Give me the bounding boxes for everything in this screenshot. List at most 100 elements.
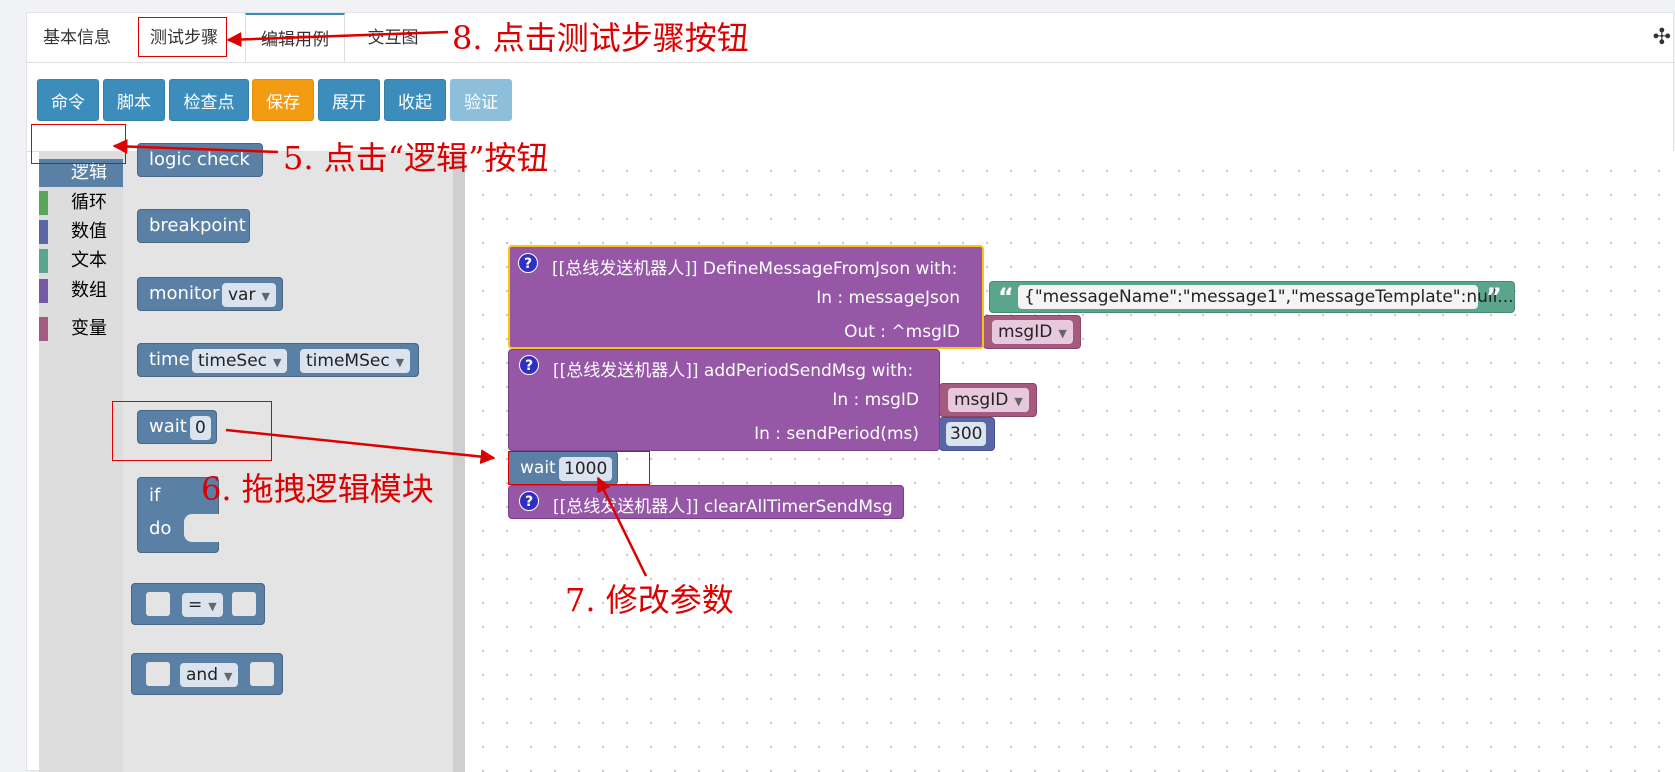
category-label: 循环 [71,192,107,213]
dropdown-value: msgID [954,390,1009,410]
output-label: Out : ^msgID [844,322,960,342]
block-title: [[总线发送机器人]] addPeriodSendMsg with: [553,361,914,381]
test-case-editor: 基本信息 测试步骤 编辑用例 交互图 ✣ 命令 脚本 检查点 保存 展开 收起 … [26,12,1675,772]
dropdown-arrow-icon: ▼ [223,670,233,683]
dropdown-value: = [188,595,203,615]
category-swatch [39,161,48,185]
dropdown-arrow-icon: ▼ [261,290,270,303]
logic-check-block[interactable]: logic check [137,143,263,177]
category-swatch [39,279,48,303]
block-label: monitor [149,283,220,304]
category-toolbox: 逻辑 循环 数值 文本 数组 变量 [39,151,123,772]
block-label: if [149,485,161,506]
annotation-step-8: 8. 点击测试步骤按钮 [452,19,749,57]
category-math[interactable]: 数值 [39,218,123,246]
block-title: [[总线发送机器人]] clearAllTimerSendMsg [553,497,893,517]
msgid-variable-dropdown[interactable]: msgID ▼ [948,388,1029,412]
dropdown-value: msgID [998,322,1053,342]
logic-op-dropdown[interactable]: and ▼ [180,663,239,687]
time-msec-dropdown[interactable]: timeMSec▼ [300,349,411,373]
monitor-var-dropdown[interactable]: var▼ [222,283,276,307]
clear-timer-block[interactable]: ? [[总线发送机器人]] clearAllTimerSendMsg [508,485,904,519]
json-text-block[interactable]: “ {"messageName":"message1","messageTemp… [989,281,1515,313]
tab-interaction-diagram[interactable]: 交互图 [367,28,419,48]
category-label: 逻辑 [71,162,107,183]
statement-slot [184,514,220,542]
input-label: In : sendPeriod(ms) [754,424,919,444]
collapse-button[interactable]: 收起 [384,79,446,121]
category-label: 文本 [71,250,107,271]
block-title: [[总线发送机器人]] DefineMessageFromJson with: [552,259,958,279]
annotation-step-6: 6. 拖拽逻辑模块 [201,470,434,508]
verify-button[interactable]: 验证 [450,79,512,121]
out-variable-block[interactable]: msgID ▼ [983,315,1081,349]
save-button[interactable]: 保存 [252,79,314,121]
input-slot [146,592,170,616]
category-list[interactable]: 数组 [39,277,123,305]
compare-block[interactable]: =▼ [131,583,265,625]
block-label: wait [149,416,187,437]
help-icon[interactable]: ? [518,253,538,273]
input-slot [250,662,274,686]
add-period-send-msg-block[interactable]: ? [[总线发送机器人]] addPeriodSendMsg with: In … [508,349,940,451]
dropdown-arrow-icon: ▼ [395,356,405,369]
block-label: breakpoint [149,215,246,236]
tab-basic-info[interactable]: 基本信息 [43,28,111,48]
wait-value-input[interactable]: 0 [190,416,211,440]
out-variable-dropdown[interactable]: msgID ▼ [992,320,1073,344]
json-text-field[interactable]: {"messageName":"message1","messageTempla… [1018,285,1514,309]
flyout-scrollbar[interactable] [453,151,465,772]
msgid-variable-block[interactable]: msgID ▼ [939,383,1037,417]
quote-open-icon: “ [998,283,1014,311]
highlight-wait-block [508,451,650,485]
highlight-test-steps [138,17,227,57]
dropdown-arrow-icon: ▼ [273,356,282,369]
command-button[interactable]: 命令 [37,79,99,121]
dropdown-value: timeSec [198,351,268,371]
dropdown-arrow-icon: ▼ [1014,395,1023,408]
dropdown-value: and [186,665,218,685]
annotation-step-5: 5. 点击“逻辑”按钮 [283,139,549,177]
period-number-field[interactable]: 300 [946,422,987,446]
category-label: 变量 [71,318,107,339]
annotation-step-7: 7. 修改参数 [565,581,734,619]
category-swatch [39,317,48,341]
expand-button[interactable]: 展开 [318,79,380,121]
category-variable[interactable]: 变量 [39,315,123,343]
quote-close-icon: ” [1486,283,1502,311]
wait-value-input[interactable]: 1000 [559,457,613,481]
define-message-block[interactable]: ? [[总线发送机器人]] DefineMessageFromJson with… [508,245,984,349]
category-label: 数值 [71,221,107,242]
wait-block-template[interactable]: wait 0 [137,410,217,444]
compare-op-dropdown[interactable]: =▼ [182,593,223,617]
monitor-block[interactable]: monitor var▼ [137,277,283,311]
block-label: logic check [149,149,250,170]
input-label: In : msgID [832,390,919,410]
category-text[interactable]: 文本 [39,247,123,275]
pin-icon[interactable]: ✣ [1652,25,1671,50]
highlight-wait-template [112,401,272,461]
tab-divider [27,62,1675,63]
period-number-block[interactable]: 300 [939,417,995,451]
help-icon[interactable]: ? [519,355,539,375]
category-swatch [39,249,48,273]
time-sec-dropdown[interactable]: timeSec ▼ [192,349,288,373]
category-loop[interactable]: 循环 [39,189,123,217]
block-label: wait [520,458,556,478]
logic-operation-block[interactable]: and ▼ [131,653,283,695]
block-label: time [149,349,190,370]
category-swatch [39,191,48,215]
tab-bar: 基本信息 测试步骤 编辑用例 交互图 ✣ [27,13,1675,63]
category-label: 数组 [71,280,107,301]
help-icon[interactable]: ? [519,491,539,511]
if-do-block[interactable]: if do [137,477,220,553]
script-button[interactable]: 脚本 [103,79,165,121]
input-slot [146,662,170,686]
time-block[interactable]: time timeSec ▼ timeMSec▼ [137,343,419,377]
checkpoint-button[interactable]: 检查点 [169,79,249,121]
input-label: In : messageJson [816,288,960,308]
tab-edit-case[interactable]: 编辑用例 [245,13,345,63]
dropdown-arrow-icon: ▼ [1058,327,1067,340]
breakpoint-block[interactable]: breakpoint [137,209,250,243]
tab-test-steps[interactable]: 测试步骤 [150,28,218,48]
